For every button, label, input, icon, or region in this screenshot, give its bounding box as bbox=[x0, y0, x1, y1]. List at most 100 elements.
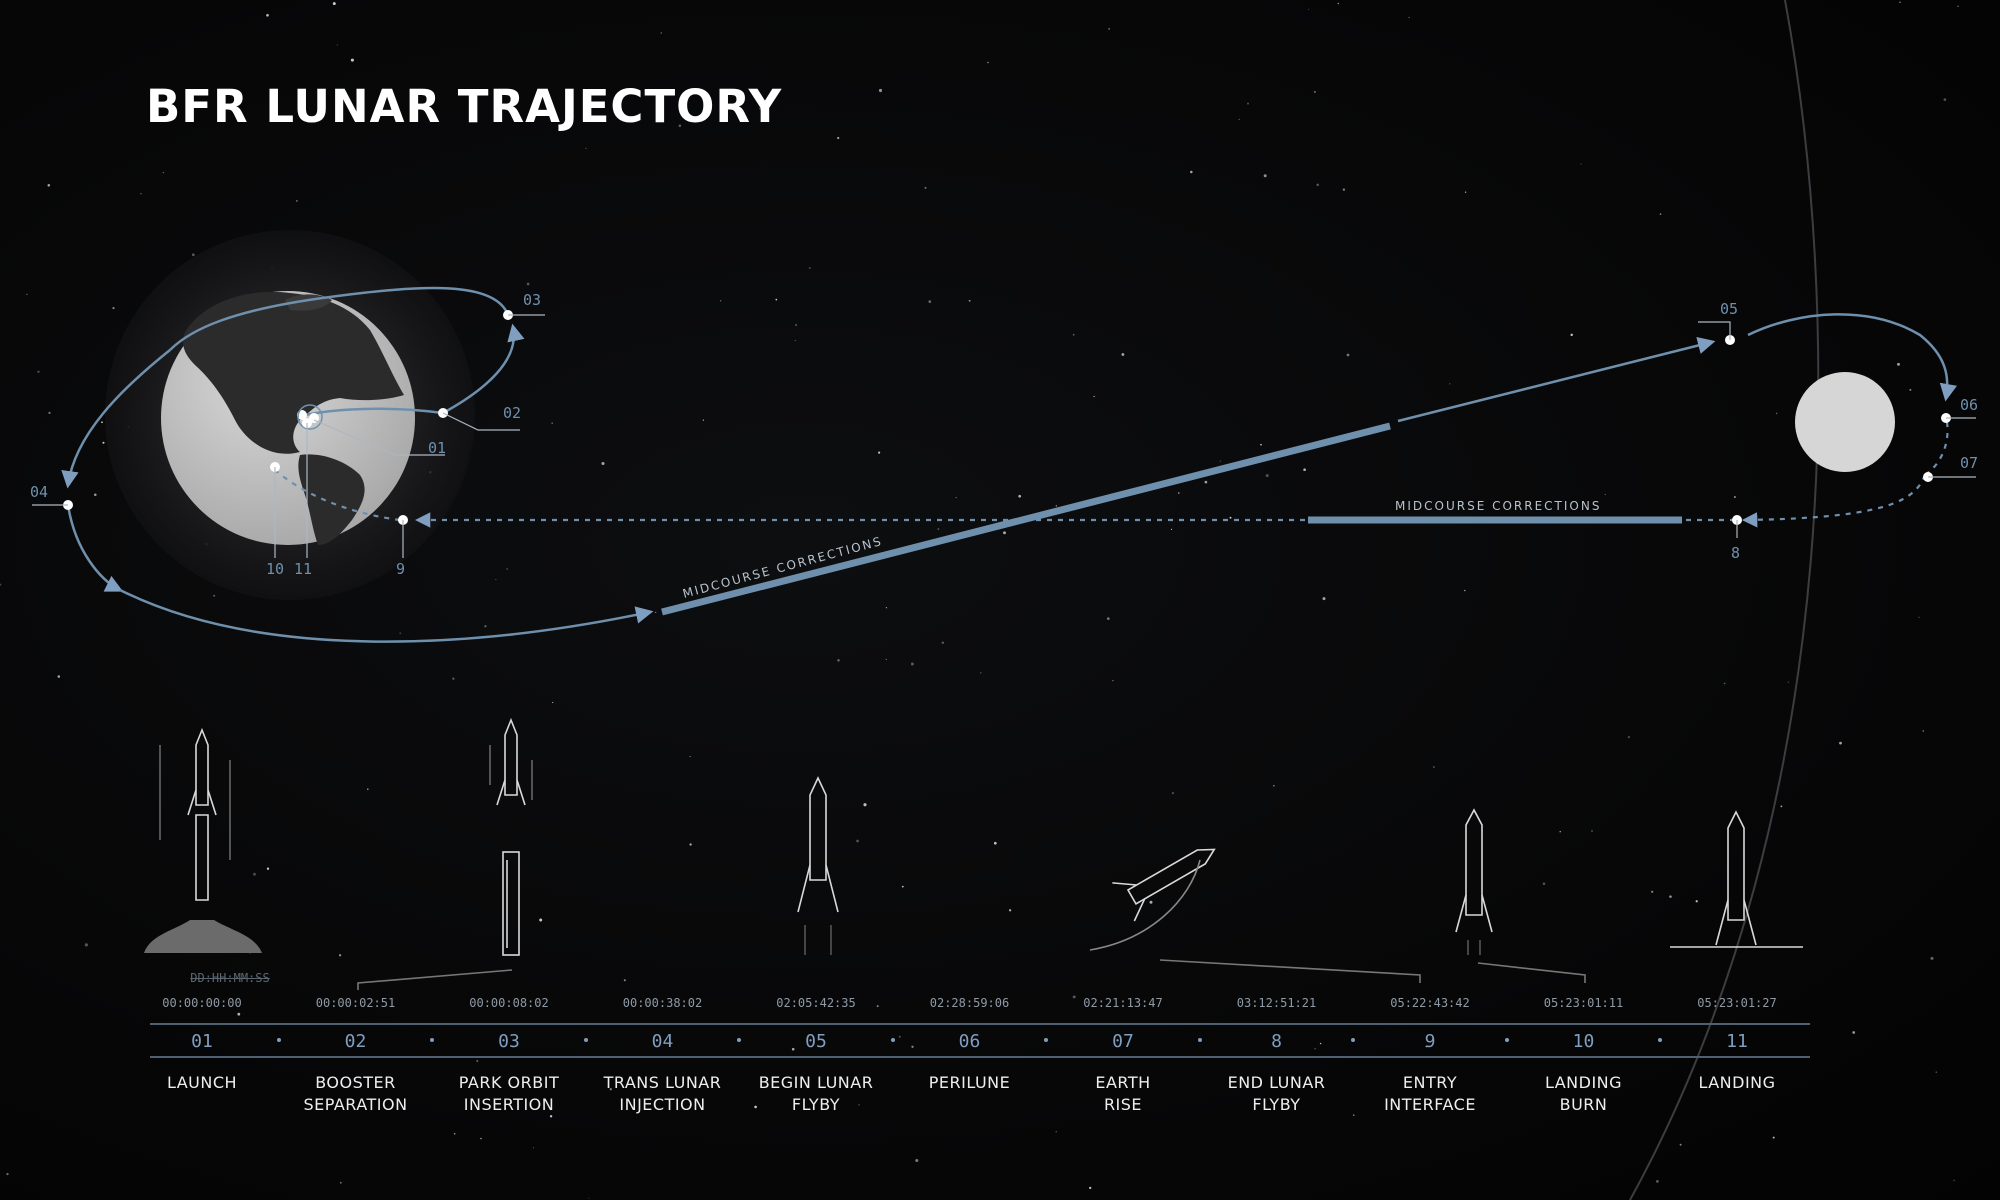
star bbox=[1260, 443, 1262, 446]
point-01-ring bbox=[297, 404, 323, 430]
star bbox=[1695, 900, 1698, 903]
star bbox=[837, 659, 840, 662]
timeline-separator-dot bbox=[890, 1038, 895, 1042]
event-time: 00:00:08:02 bbox=[469, 996, 549, 1010]
star bbox=[1308, 8, 1310, 10]
star bbox=[898, 1035, 901, 1038]
star bbox=[1787, 681, 1789, 683]
event-number: 10 bbox=[1572, 1031, 1595, 1052]
star bbox=[26, 293, 28, 296]
star bbox=[1679, 1143, 1682, 1146]
star bbox=[102, 441, 105, 444]
event-points bbox=[63, 310, 1951, 525]
star bbox=[1265, 474, 1269, 478]
star bbox=[808, 266, 811, 269]
star bbox=[1580, 163, 1582, 165]
star bbox=[1247, 102, 1249, 105]
star bbox=[552, 701, 554, 704]
super-heavy-booster-icon bbox=[502, 851, 520, 956]
event-name: LANDING bbox=[1698, 1073, 1776, 1092]
star bbox=[689, 843, 692, 846]
star bbox=[1775, 412, 1778, 415]
star bbox=[1093, 395, 1095, 398]
star bbox=[1337, 2, 1340, 5]
star bbox=[1089, 1186, 1092, 1190]
star bbox=[588, 1197, 590, 1199]
path-06-to-07 bbox=[1924, 421, 1949, 476]
event-number: 06 bbox=[958, 1031, 981, 1052]
star bbox=[112, 307, 115, 310]
star bbox=[338, 954, 342, 957]
point-labels: 03 02 01 04 05 06 07 8 9 10 11 bbox=[30, 291, 1978, 578]
star bbox=[660, 32, 662, 34]
timeline-rule-top bbox=[150, 1023, 1810, 1025]
star bbox=[453, 1132, 456, 1135]
star bbox=[937, 528, 940, 530]
event-number: 11 bbox=[1726, 1031, 1748, 1052]
star bbox=[1935, 1071, 1938, 1073]
leader-01 bbox=[313, 419, 445, 456]
star bbox=[794, 323, 798, 327]
star bbox=[480, 1137, 482, 1140]
star bbox=[863, 803, 867, 807]
label-02: 02 bbox=[503, 404, 521, 422]
connector-9-10 bbox=[1477, 962, 1586, 983]
star bbox=[1909, 388, 1912, 391]
star bbox=[794, 340, 796, 342]
time-format-label: DD:HH:MM:SS bbox=[190, 971, 270, 985]
event-name: LAUNCH bbox=[166, 1073, 238, 1092]
star bbox=[101, 421, 103, 424]
star bbox=[253, 872, 256, 876]
event-number: 8 bbox=[1271, 1031, 1282, 1052]
star bbox=[140, 193, 142, 195]
star bbox=[1899, 1, 1901, 4]
star bbox=[928, 300, 932, 303]
star bbox=[1342, 188, 1346, 191]
star bbox=[1591, 830, 1593, 832]
starship-rocket-icon bbox=[1112, 848, 1216, 922]
star bbox=[968, 299, 971, 302]
star bbox=[1303, 468, 1306, 472]
event-number: 04 bbox=[651, 1031, 674, 1052]
star bbox=[1659, 213, 1662, 215]
star bbox=[1219, 460, 1221, 462]
trajectory-paths bbox=[61, 286, 1958, 643]
star bbox=[987, 61, 989, 64]
event-name: BOOSTER SEPARATION bbox=[303, 1073, 408, 1114]
event-name: BEGIN LUNAR FLYBY bbox=[758, 1073, 874, 1114]
star bbox=[1772, 1136, 1775, 1139]
vehicle-illustrations bbox=[144, 717, 1803, 990]
timeline-separator-dot bbox=[737, 1038, 742, 1042]
star bbox=[1604, 493, 1606, 496]
event-time: 00:00:02:51 bbox=[315, 996, 396, 1010]
path-02-to-03 bbox=[442, 323, 525, 415]
star bbox=[601, 462, 605, 465]
connector-07-8 bbox=[1159, 959, 1421, 983]
event-name: END LUNAR FLYBY bbox=[1227, 1073, 1326, 1114]
star bbox=[1839, 741, 1842, 745]
star bbox=[0, 583, 2, 586]
star bbox=[955, 497, 957, 499]
star bbox=[94, 493, 97, 496]
timeline-separator-dot bbox=[1504, 1038, 1509, 1042]
star bbox=[1852, 1031, 1856, 1034]
star bbox=[856, 839, 859, 843]
star bbox=[191, 253, 195, 257]
star bbox=[549, 1115, 553, 1118]
star bbox=[585, 147, 587, 150]
star bbox=[6, 1172, 9, 1176]
star bbox=[1190, 170, 1193, 174]
star bbox=[1780, 805, 1783, 808]
star bbox=[213, 594, 216, 597]
star bbox=[885, 607, 887, 609]
star bbox=[37, 370, 40, 373]
star bbox=[1229, 516, 1232, 519]
star bbox=[885, 658, 887, 660]
star bbox=[1651, 890, 1654, 893]
event-number: 05 bbox=[805, 1031, 827, 1052]
starship-rocket-icon bbox=[1670, 810, 1803, 948]
star bbox=[759, 107, 762, 110]
star bbox=[1177, 492, 1180, 494]
caption-outbound-midcourse: MIDCOURSE CORRECTIONS bbox=[681, 534, 884, 601]
